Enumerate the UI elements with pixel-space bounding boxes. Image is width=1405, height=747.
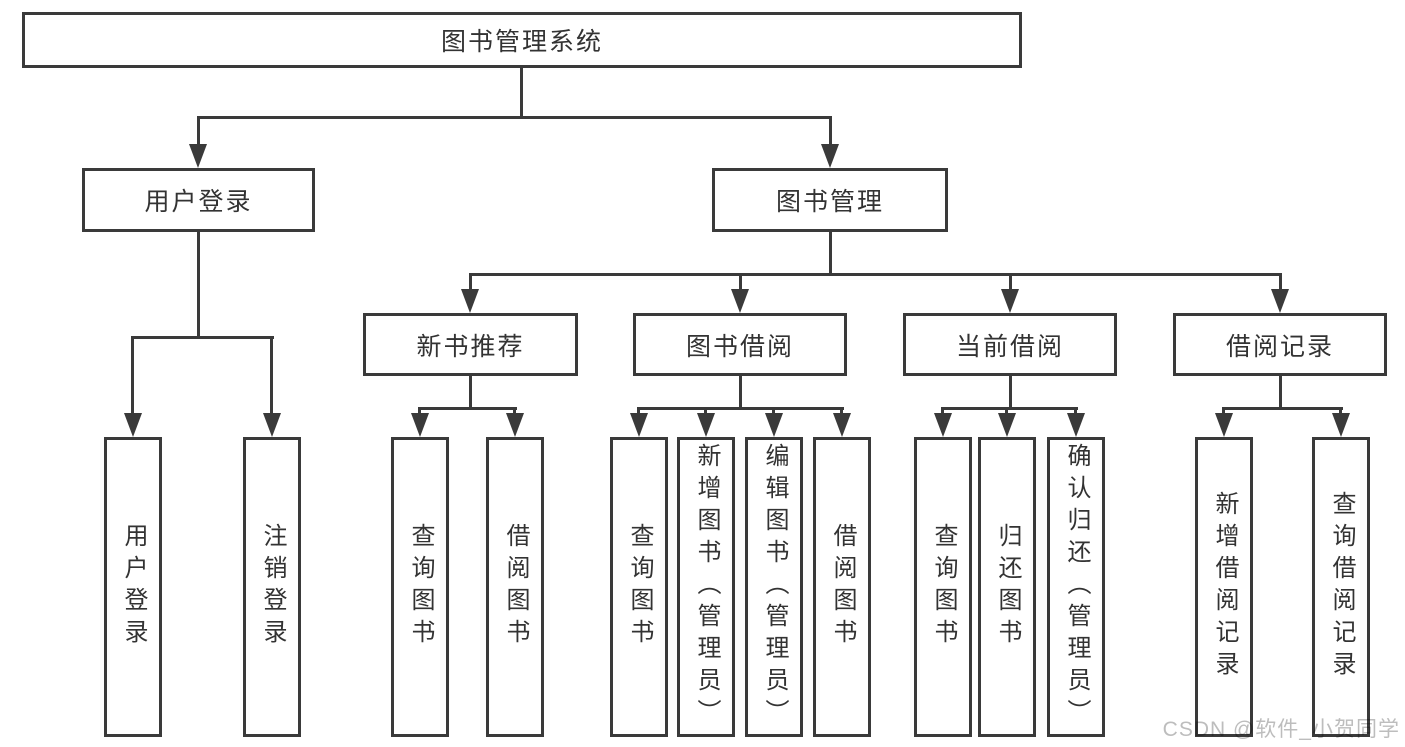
- leaf-newbooks-query-books: 查询图书: [391, 437, 449, 737]
- node-current-borrow-label: 当前借阅: [955, 332, 1064, 361]
- node-root: 图书管理系统: [22, 12, 1022, 68]
- node-new-books-label: 新书推荐: [416, 332, 525, 361]
- arrowhead-down-icon: [189, 144, 207, 168]
- connector-vline: [637, 407, 640, 415]
- connector-vline: [829, 116, 832, 146]
- leaf-records-add-record: 新增借阅记录: [1195, 437, 1253, 737]
- arrowhead-down-icon: [697, 413, 715, 437]
- node-book-mgmt-label: 图书管理: [775, 188, 884, 216]
- connector-vline: [840, 407, 843, 415]
- leaf-borrow-borrow-books: 借阅图书: [813, 437, 871, 737]
- leaf-logout: 注销登录: [243, 437, 301, 737]
- node-book-mgmt: 图书管理: [712, 168, 948, 232]
- leaf-borrow-query-books-label: 查询图书: [626, 523, 653, 651]
- leaf-current-return-books: 归还图书: [978, 437, 1036, 737]
- connector-vline: [772, 407, 775, 415]
- connector-vline: [739, 376, 742, 409]
- connector-vline: [469, 376, 472, 409]
- connector-vline: [1339, 407, 1342, 415]
- leaf-user-login: 用户登录: [104, 437, 162, 737]
- connector-vline: [1009, 376, 1012, 409]
- csdn-watermark: CSDN @软件_小贺同学: [1162, 718, 1400, 741]
- connector-hline: [469, 273, 1282, 276]
- arrowhead-down-icon: [934, 413, 952, 437]
- arrowhead-down-icon: [1332, 413, 1350, 437]
- connector-hline: [131, 336, 274, 339]
- arrowhead-down-icon: [124, 413, 142, 437]
- node-borrow-records: 借阅记录: [1173, 313, 1387, 376]
- arrowhead-down-icon: [1067, 413, 1085, 437]
- connector-vline: [704, 407, 707, 415]
- connector-vline: [418, 407, 421, 415]
- leaf-newbooks-query-books-label: 查询图书: [407, 523, 434, 651]
- arrowhead-down-icon: [1271, 289, 1289, 313]
- node-current-borrow: 当前借阅: [903, 313, 1117, 376]
- arrowhead-down-icon: [461, 289, 479, 313]
- node-book-borrow: 图书借阅: [633, 313, 847, 376]
- connector-vline: [1279, 376, 1282, 409]
- leaf-records-query-record: 查询借阅记录: [1312, 437, 1370, 737]
- arrowhead-down-icon: [263, 413, 281, 437]
- arrowhead-down-icon: [506, 413, 524, 437]
- leaf-newbooks-borrow-books: 借阅图书: [486, 437, 544, 737]
- connector-hline: [1222, 407, 1343, 410]
- connector-vline: [197, 232, 200, 338]
- connector-vline: [131, 336, 134, 415]
- leaf-logout-label: 注销登录: [259, 523, 286, 651]
- leaf-borrow-query-books: 查询图书: [610, 437, 668, 737]
- leaf-records-add-record-label: 新增借阅记录: [1211, 491, 1238, 683]
- connector-vline: [1074, 407, 1077, 415]
- leaf-records-query-record-label: 查询借阅记录: [1328, 491, 1355, 683]
- node-new-books: 新书推荐: [363, 313, 578, 376]
- node-book-borrow-label: 图书借阅: [685, 332, 794, 361]
- leaf-borrow-edit-books-admin-label: 编辑图书（管理员）: [761, 443, 788, 731]
- connector-vline: [739, 273, 742, 291]
- connector-vline: [469, 273, 472, 291]
- connector-hline: [197, 116, 832, 119]
- node-borrow-records-label: 借阅记录: [1225, 332, 1334, 361]
- connector-vline: [1009, 273, 1012, 291]
- arrowhead-down-icon: [1215, 413, 1233, 437]
- arrowhead-down-icon: [833, 413, 851, 437]
- leaf-current-query-books: 查询图书: [914, 437, 972, 737]
- connector-vline: [513, 407, 516, 415]
- connector-hline: [941, 407, 1078, 410]
- leaf-borrow-add-books-admin-label: 新增图书（管理员）: [693, 443, 720, 731]
- arrowhead-down-icon: [630, 413, 648, 437]
- node-user-login: 用户登录: [82, 168, 315, 232]
- connector-vline: [941, 407, 944, 415]
- arrowhead-down-icon: [998, 413, 1016, 437]
- connector-vline: [829, 232, 832, 275]
- arrowhead-down-icon: [821, 144, 839, 168]
- arrowhead-down-icon: [411, 413, 429, 437]
- arrowhead-down-icon: [731, 289, 749, 313]
- leaf-borrow-edit-books-admin: 编辑图书（管理员）: [745, 437, 803, 737]
- arrowhead-down-icon: [1001, 289, 1019, 313]
- leaf-current-query-books-label: 查询图书: [930, 523, 957, 651]
- leaf-newbooks-borrow-books-label: 借阅图书: [502, 523, 529, 651]
- leaf-borrow-borrow-books-label: 借阅图书: [829, 523, 856, 651]
- leaf-current-confirm-return-admin-label: 确认归还（管理员）: [1063, 443, 1090, 731]
- connector-hline: [637, 407, 844, 410]
- connector-hline: [418, 407, 517, 410]
- connector-vline: [520, 68, 523, 118]
- leaf-current-confirm-return-admin: 确认归还（管理员）: [1047, 437, 1105, 737]
- leaf-user-login-label: 用户登录: [120, 523, 147, 651]
- connector-vline: [1222, 407, 1225, 415]
- arrowhead-down-icon: [765, 413, 783, 437]
- node-user-login-label: 用户登录: [144, 188, 253, 216]
- leaf-borrow-add-books-admin: 新增图书（管理员）: [677, 437, 735, 737]
- connector-vline: [1005, 407, 1008, 415]
- leaf-current-return-books-label: 归还图书: [994, 523, 1021, 651]
- node-root-label: 图书管理系统: [440, 28, 603, 56]
- connector-vline: [1279, 273, 1282, 291]
- connector-vline: [270, 336, 273, 415]
- connector-vline: [197, 116, 200, 146]
